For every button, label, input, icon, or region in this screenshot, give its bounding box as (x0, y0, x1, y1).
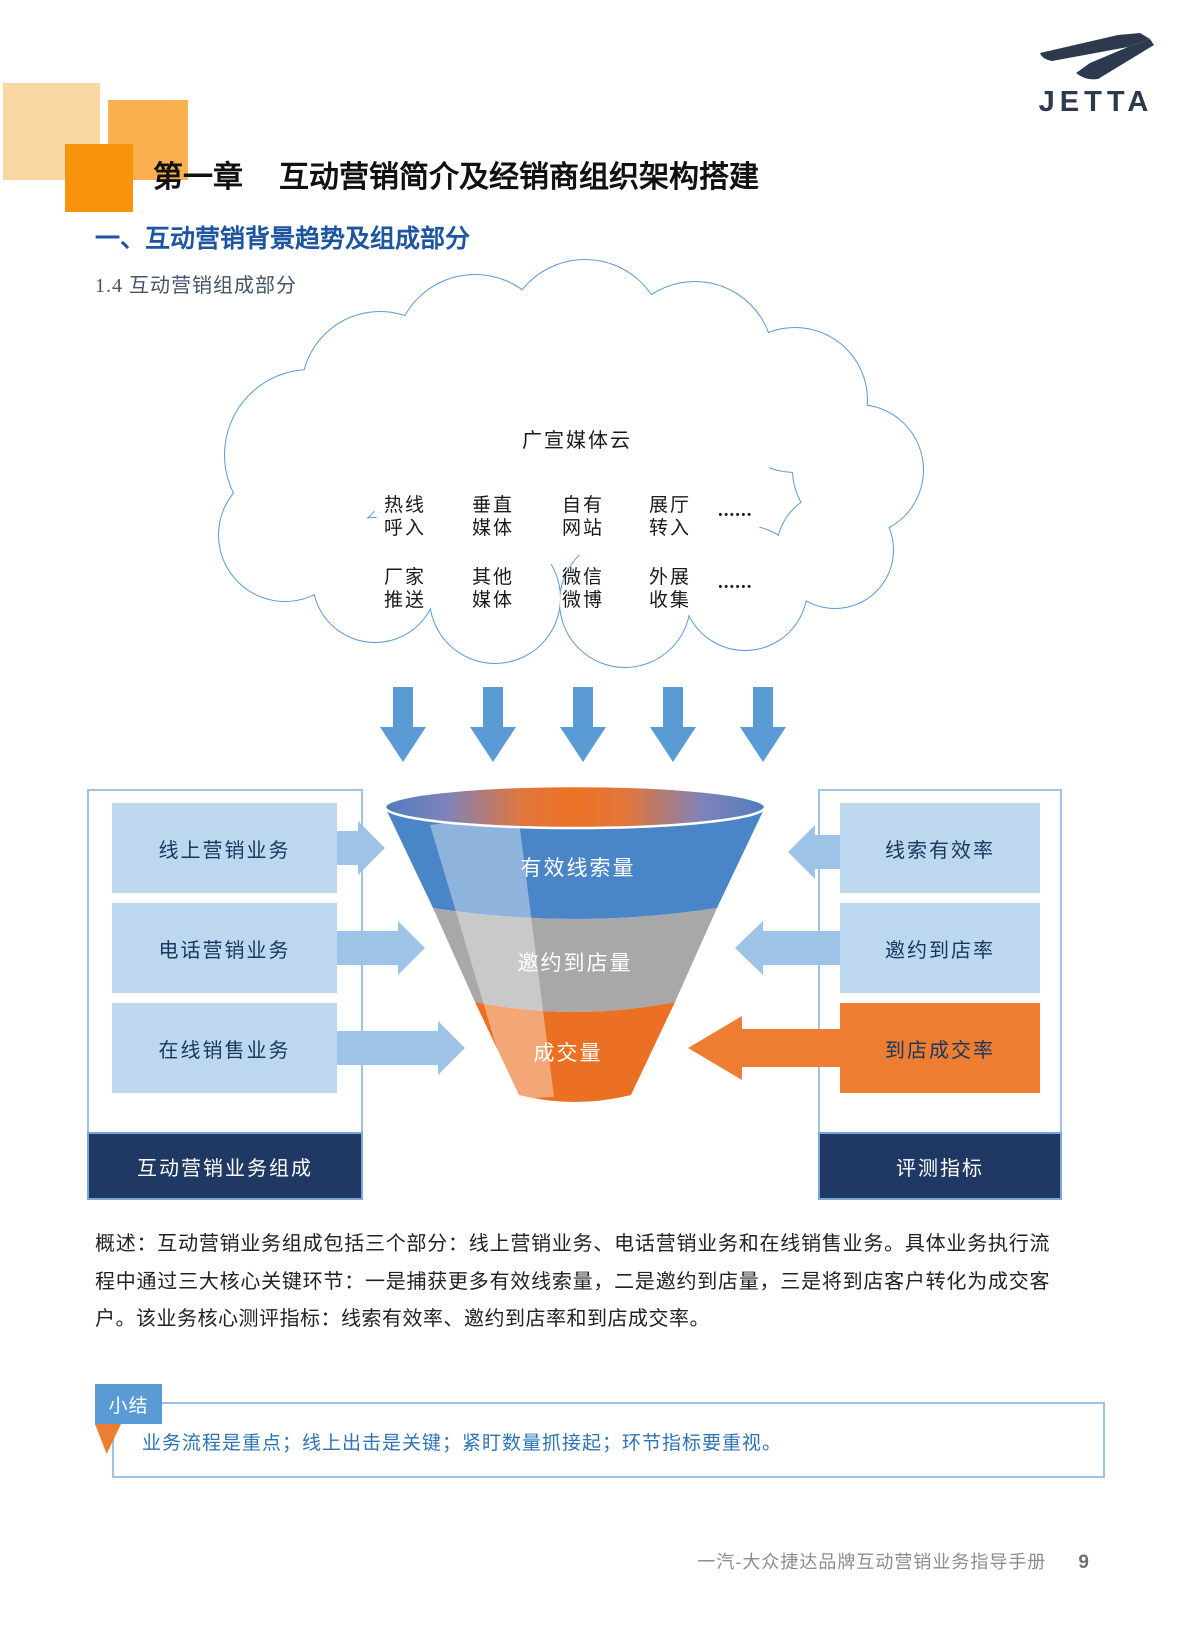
cloud-title: 广宣媒体云 (522, 430, 632, 452)
down-arrow-icon (560, 687, 606, 762)
cloud-item-wechat-weibo: 微信 微博 (561, 567, 604, 611)
panel-title-bar: 互动营销业务组成 (87, 1132, 363, 1200)
chapter-number: 第一章 (153, 161, 243, 194)
panel-title-bar: 评测指标 (818, 1132, 1062, 1200)
down-arrow-icon (650, 687, 696, 762)
summary-box: 业务流程是重点；线上出击是关键；紧盯数量抓接起；环节指标要重视。 (112, 1402, 1105, 1478)
panel-box-online-sales: 在线销售业务 (112, 1003, 337, 1093)
funnel-stage-leads (385, 807, 765, 919)
media-cloud-shape (218, 259, 924, 668)
cloud-item-vertical-media: 垂直 媒体 (471, 495, 514, 539)
cloud-ellipsis-row1: ...... (718, 500, 753, 521)
summary-tab: 小结 (95, 1384, 162, 1424)
funnel-stage-label: 成交量 (534, 1041, 603, 1065)
left-arrow-icon (788, 825, 840, 879)
page-footer: 一汽-大众捷达品牌互动营销业务指导手册 9 (600, 1548, 1090, 1574)
panel-box-deal-rate: 到店成交率 (840, 1003, 1040, 1093)
left-arrow-icon (735, 921, 840, 975)
cloud-to-funnel-arrows (380, 687, 786, 762)
funnel-highlight (430, 813, 554, 1099)
down-arrow-icon (380, 687, 426, 762)
funnel-stage-visits (433, 908, 717, 1012)
brand-wordmark: JETTA (1038, 86, 1154, 118)
panel-box-lead-valid-rate: 线索有效率 (840, 803, 1040, 893)
cloud-item-hotline: 热线 呼入 (383, 495, 426, 539)
jetta-logo-icon (1040, 33, 1154, 80)
right-arrow-icon (337, 821, 385, 875)
panel-box-online-marketing: 线上营销业务 (112, 803, 337, 893)
sales-funnel: 有效线索量 邀约到店量 成交量 (383, 784, 767, 1102)
overview-paragraph: 概述：互动营销业务组成包括三个部分：线上营销业务、电话营销业务和在线销售业务。具… (95, 1233, 1050, 1330)
section-heading: 一、互动营销背景趋势及组成部分 (95, 225, 471, 253)
funnel-stage-label: 邀约到店量 (518, 951, 633, 975)
right-arrow-icon (337, 1021, 465, 1075)
summary-text: 业务流程是重点；线上出击是关键；紧盯数量抓接起；环节指标要重视。 (142, 1433, 783, 1454)
cloud-ellipsis-row2: ...... (718, 572, 753, 593)
left-arrow-icon-orange (688, 1016, 840, 1080)
cloud-item-other-media: 其他 媒体 (471, 567, 514, 611)
funnel-rim (383, 784, 767, 830)
cloud-item-exhibition: 外展 收集 (648, 567, 691, 611)
cloud-item-showroom: 展厅 转入 (648, 495, 691, 539)
page-number: 9 (1078, 1552, 1090, 1573)
decor-square-dark (65, 144, 133, 212)
subsection-heading: 1.4 互动营销组成部分 (95, 275, 297, 297)
panel-box-tele-marketing: 电话营销业务 (112, 903, 337, 993)
footer-text: 一汽-大众捷达品牌互动营销业务指导手册 (697, 1552, 1047, 1572)
cloud-item-oem-push: 厂家 推送 (383, 567, 426, 611)
down-arrow-icon (740, 687, 786, 762)
funnel-stage-deals (475, 1002, 675, 1102)
cloud-item-own-website: 自有 网站 (561, 495, 604, 539)
business-composition-panel: 线上营销业务 电话营销业务 在线销售业务 互动营销业务组成 (87, 789, 363, 1200)
right-arrow-icon (337, 921, 425, 975)
evaluation-metrics-panel: 线索有效率 邀约到店率 到店成交率 评测指标 (818, 789, 1062, 1200)
panel-box-visit-rate: 邀约到店率 (840, 903, 1040, 993)
down-arrow-icon (470, 687, 516, 762)
chapter-title: 互动营销简介及经销商组织架构搭建 (279, 161, 759, 194)
chapter-heading: 第一章 互动营销简介及经销商组织架构搭建 (153, 152, 759, 196)
funnel-stage-label: 有效线索量 (521, 856, 636, 880)
